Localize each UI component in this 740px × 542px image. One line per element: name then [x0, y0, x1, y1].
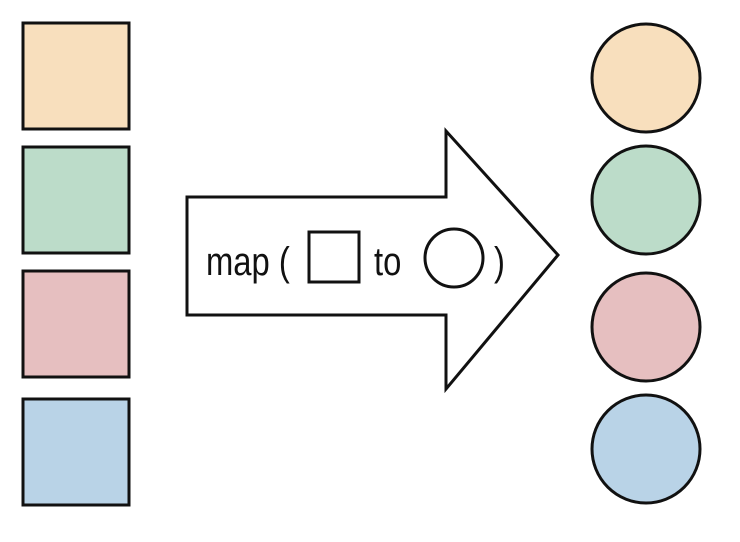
input-square [21, 397, 131, 507]
arrow-label-prefix: map ( [206, 239, 290, 284]
output-circle [590, 393, 702, 505]
arrow-label-suffix: ) [494, 239, 505, 284]
input-squares-column [21, 21, 131, 507]
input-square [21, 21, 131, 131]
output-circle [590, 144, 702, 256]
output-circle [590, 271, 702, 383]
map-arrow: map ( to ) [185, 127, 560, 394]
input-square [21, 145, 131, 255]
output-circle [590, 22, 702, 134]
output-circles-column [590, 22, 702, 505]
circle-icon [423, 227, 485, 289]
arrow-label-middle: to [374, 239, 401, 284]
square-icon [307, 230, 361, 284]
arrow-shape [185, 127, 560, 394]
input-square [21, 269, 131, 379]
